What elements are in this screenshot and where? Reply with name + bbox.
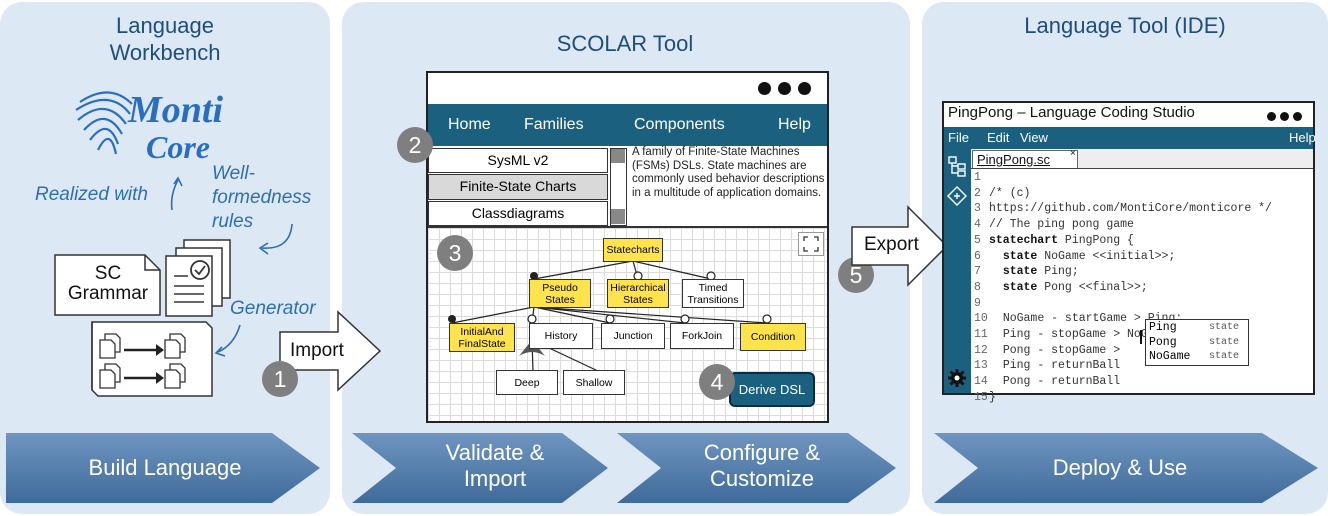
window-dot-icon xyxy=(1280,112,1289,121)
step-number-2: 2 xyxy=(397,127,433,163)
realized-with-label: Realized with xyxy=(35,184,148,205)
generator-label: Generator xyxy=(230,298,316,319)
code-line: } xyxy=(989,390,996,404)
ide-title: Language Tool (IDE) xyxy=(1024,13,1226,38)
code-line: https://github.com/MontiCore/monticore *… xyxy=(989,202,1272,216)
family-item-cd[interactable]: Classdiagrams xyxy=(428,201,608,226)
explorer-icon[interactable] xyxy=(947,155,968,177)
ide-title-bar: PingPong – Language Coding Studio xyxy=(948,104,1195,121)
step-validate-import: Validate & Import xyxy=(445,440,545,491)
feature-history[interactable]: History xyxy=(529,323,593,349)
editor-tab[interactable]: PingPong.sc × xyxy=(972,148,1078,169)
tab-label: PingPong.sc xyxy=(977,152,1050,167)
svg-text:Core: Core xyxy=(146,129,210,165)
workbench-title: Language Workbench xyxy=(109,13,221,65)
tab-close-icon[interactable]: × xyxy=(1070,148,1076,159)
code-line: state Pong <<final>>; xyxy=(1002,280,1148,294)
export-arrow xyxy=(851,205,949,287)
feature-timed-transitions[interactable]: Timed Transitions xyxy=(682,279,744,308)
window-dot-icon xyxy=(778,82,791,95)
scolar-title: SCOLAR Tool xyxy=(556,31,694,56)
nav-home[interactable]: Home xyxy=(448,116,491,133)
window-dot-icon xyxy=(1293,112,1302,121)
code-line: state Ping; xyxy=(1002,265,1079,279)
feature-statecharts[interactable]: Statecharts xyxy=(603,238,663,262)
family-item-sysml[interactable]: SysML v2 xyxy=(428,148,608,173)
left-connectors xyxy=(54,176,293,397)
menu-file[interactable]: File xyxy=(948,130,969,145)
window-dot-icon xyxy=(1267,112,1276,121)
divider xyxy=(428,226,827,228)
code-line: statechart PingPong { xyxy=(989,233,1134,247)
ide-menu-bar xyxy=(944,127,1313,149)
menu-view[interactable]: View xyxy=(1020,130,1048,145)
menu-edit[interactable]: Edit xyxy=(987,130,1010,145)
family-item-fsc[interactable]: Finite-State Charts xyxy=(428,174,608,200)
scrollbar-thumb[interactable] xyxy=(611,149,625,163)
extensions-icon[interactable] xyxy=(947,185,968,207)
code-line: Pong - returnBall xyxy=(1002,375,1121,389)
code-line: Pong - stopGame > xyxy=(1002,343,1128,357)
editor-tab-underline xyxy=(971,168,1313,169)
ide-activity-bar xyxy=(944,149,971,393)
grammar-doc-label: SC Grammar xyxy=(67,263,149,304)
scolar-nav xyxy=(428,104,827,146)
text-cursor xyxy=(1140,330,1142,344)
code-line: Ping - returnBall xyxy=(1002,359,1121,373)
menu-help[interactable]: Help xyxy=(1289,130,1316,145)
line-number-gutter: 1 2 3 4 5 6 7 8 9 10 11 12 13 14 15 xyxy=(974,171,988,404)
code-line: // The ping pong game xyxy=(989,218,1134,232)
svg-text:Monti: Monti xyxy=(127,89,223,131)
step-build-language: Build Language xyxy=(88,455,242,480)
scrollbar-thumb[interactable] xyxy=(611,209,625,224)
window-dot-icon xyxy=(758,82,771,95)
export-label: Export xyxy=(864,234,919,255)
family-description: A family of Finite-State Machines (FSMs)… xyxy=(632,146,825,199)
step-configure-customize: Configure & Customize xyxy=(703,440,821,491)
nav-help[interactable]: Help xyxy=(778,116,811,133)
wellformedness-label: Well- formedness rules xyxy=(212,163,312,232)
feature-deep[interactable]: Deep xyxy=(496,370,558,395)
feature-hierarchical-states[interactable]: Hierarchical States xyxy=(607,279,669,308)
step-number-3: 3 xyxy=(437,235,473,271)
feature-condition[interactable]: Condition xyxy=(740,323,806,351)
step-number-4: 4 xyxy=(699,364,735,400)
derive-dsl-button[interactable]: Derive DSL xyxy=(729,372,815,407)
nav-families[interactable]: Families xyxy=(524,116,584,133)
step-number-1: 1 xyxy=(262,361,298,397)
code-line: /* (c) xyxy=(989,186,1031,200)
nav-components[interactable]: Components xyxy=(634,116,725,133)
monticore-logo: Monti Core xyxy=(75,89,223,165)
feature-shallow[interactable]: Shallow xyxy=(563,370,625,395)
feature-forkjoin[interactable]: ForkJoin xyxy=(670,323,734,349)
step-deploy-use: Deploy & Use xyxy=(1052,455,1188,480)
feature-pseudo-states[interactable]: Pseudo States xyxy=(529,279,591,308)
family-list-scrollbar[interactable] xyxy=(610,148,627,226)
code-line: state NoGame <<initial>>; xyxy=(1002,249,1176,263)
feature-junction[interactable]: Junction xyxy=(601,323,665,349)
import-label: Import xyxy=(290,340,344,361)
code-editor[interactable]: /* (c) https://github.com/MontiCore/monti… xyxy=(989,170,1272,437)
window-dot-icon xyxy=(798,82,811,95)
feature-initial-final[interactable]: InitialAnd FinalState xyxy=(449,323,515,352)
settings-gear-icon[interactable] xyxy=(947,368,967,388)
expand-icon[interactable] xyxy=(798,232,824,256)
